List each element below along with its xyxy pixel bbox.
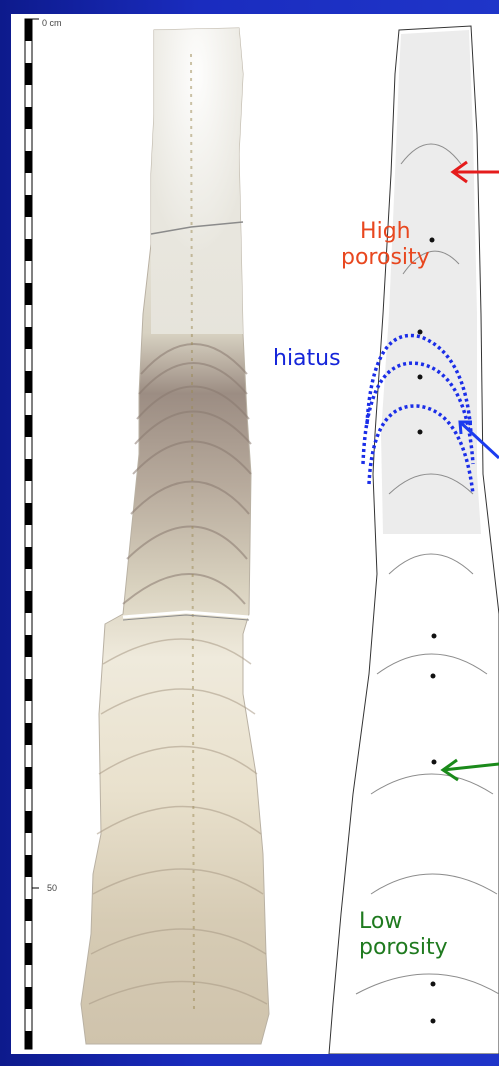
low-porosity-label: Low porosity xyxy=(359,909,448,961)
stalagmite-drawing xyxy=(329,26,499,1054)
hiatus-label: hiatus xyxy=(273,346,341,372)
high-porosity-line1: High xyxy=(341,219,430,245)
scale-label-top: 0 cm xyxy=(42,18,62,28)
high-porosity-line2: porosity xyxy=(341,245,430,271)
figure-panel: 0 cm 50 High porosity hiatus Low porosit… xyxy=(11,14,499,1054)
scale-bar xyxy=(25,19,39,1049)
figure-graphics xyxy=(11,14,499,1054)
scale-label-mid: 50 xyxy=(47,883,57,893)
low-porosity-line1: Low xyxy=(359,909,448,935)
low-porosity-line2: porosity xyxy=(359,935,448,961)
high-porosity-label: High porosity xyxy=(341,219,430,271)
stalagmite-photo xyxy=(81,28,269,1044)
